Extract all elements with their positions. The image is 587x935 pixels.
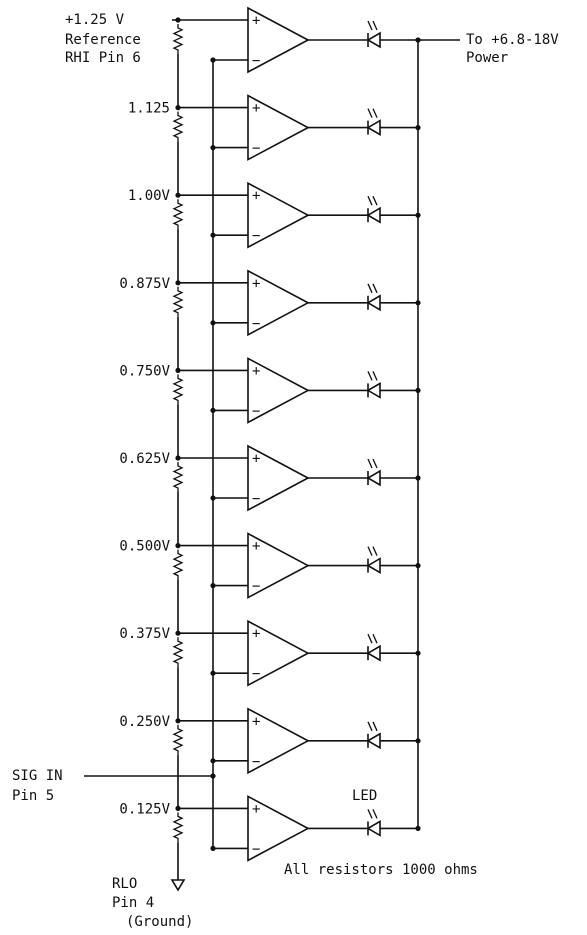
resistor-10 — [172, 812, 184, 843]
op-amp-10 — [247, 795, 310, 862]
led-ray-b-1 — [372, 20, 378, 31]
resistor-1 — [172, 24, 184, 54]
op-amp-plus-8: + — [252, 626, 260, 642]
op-amp-1 — [247, 6, 310, 74]
led-2 — [366, 119, 381, 136]
led-7 — [366, 557, 381, 574]
sig-in-label: SIG IN — [12, 768, 63, 784]
led-ray-a-5 — [367, 371, 373, 381]
led-1 — [366, 31, 381, 49]
op-amp-minus-8: − — [252, 666, 260, 682]
power-label: To +6.8-18V — [466, 32, 559, 48]
power-label-2: Power — [466, 50, 508, 66]
op-amp-plus-3: + — [252, 188, 260, 204]
led-ray-a-10 — [367, 809, 373, 819]
resistor-2 — [172, 111, 184, 142]
resistor-9 — [172, 724, 184, 755]
resistor-4 — [172, 286, 184, 317]
op-amp-plus-1: + — [252, 13, 260, 29]
op-amp-minus-7: − — [252, 579, 260, 595]
led-ray-b-9 — [372, 721, 378, 732]
reference-label: Reference — [65, 32, 141, 48]
led-ray-a-8 — [367, 633, 373, 644]
tap-voltage-label-8: 0.375V — [119, 626, 170, 642]
tap-voltage-label-6: 0.625V — [119, 451, 170, 467]
led-ray-b-7 — [372, 546, 378, 556]
tap-voltage-label-2: 1.125 — [128, 101, 170, 117]
op-amp-plus-7: + — [252, 539, 260, 555]
op-amp-plus-6: + — [252, 451, 260, 467]
led-label: LED — [352, 788, 377, 804]
tap-voltage-label-3: 1.00V — [128, 188, 171, 204]
led-ray-b-2 — [372, 108, 378, 118]
resistor-5 — [172, 374, 184, 405]
led-ray-b-3 — [372, 195, 378, 206]
led-ray-b-6 — [372, 458, 378, 469]
ground-icon — [170, 879, 186, 892]
led-ray-b-5 — [372, 371, 378, 381]
op-amp-minus-10: − — [252, 841, 260, 857]
led-ray-a-1 — [367, 20, 373, 31]
tap-voltage-label-4: 0.875V — [119, 276, 170, 292]
op-amp-6 — [247, 444, 310, 512]
resistor-8 — [172, 637, 184, 668]
sig-in-node — [210, 773, 216, 779]
op-amp-plus-2: + — [252, 101, 260, 117]
op-amp-4 — [247, 269, 310, 337]
tap-voltage-label-9: 0.250V — [119, 714, 170, 730]
led-ray-a-6 — [367, 458, 373, 469]
op-amp-minus-3: − — [252, 228, 260, 244]
op-amp-3 — [247, 181, 310, 249]
sig-in-pin-label: Pin 5 — [12, 788, 54, 804]
tap-voltage-label-5: 0.750V — [119, 363, 170, 379]
tap-voltage-label-7: 0.500V — [119, 539, 170, 555]
led-3 — [366, 206, 381, 224]
op-amp-plus-5: + — [252, 363, 260, 379]
op-amp-minus-1: − — [252, 53, 260, 69]
op-amp-minus-2: − — [252, 141, 260, 157]
led-5 — [366, 382, 381, 399]
resistor-3 — [172, 199, 184, 230]
resistor-6 — [172, 462, 184, 492]
led-10 — [366, 820, 381, 837]
op-amp-minus-6: − — [252, 491, 260, 507]
op-amp-minus-4: − — [252, 316, 260, 332]
led-ray-a-2 — [367, 108, 373, 118]
resistors-note: All resistors 1000 ohms — [284, 862, 478, 878]
led-ray-b-10 — [372, 809, 378, 819]
led-6 — [366, 469, 381, 487]
power-feed-node — [415, 37, 421, 43]
op-amp-minus-5: − — [252, 403, 260, 419]
op-amp-8 — [247, 619, 310, 687]
led-9 — [366, 732, 381, 750]
led-ray-b-8 — [372, 633, 378, 644]
op-amp-minus-9: − — [252, 754, 260, 770]
op-amp-plus-4: + — [252, 276, 260, 292]
op-amp-plus-10: + — [252, 801, 260, 817]
op-amp-9 — [247, 707, 310, 775]
led-4 — [366, 294, 381, 312]
op-amp-2 — [247, 94, 310, 161]
led-ray-a-3 — [367, 195, 373, 206]
led-ray-a-7 — [367, 546, 373, 556]
ground-label: (Ground) — [126, 914, 193, 930]
reference-voltage-label: +1.25 V — [65, 12, 125, 28]
led-8 — [366, 644, 381, 662]
circuit: + − 1.125 + − 1.00V + − 0.875V + − 0.750V + − 0.625V + −… — [84, 6, 460, 892]
led-ray-a-9 — [367, 721, 373, 732]
op-amp-5 — [247, 357, 310, 424]
rhi-pin-label: RHI Pin 6 — [65, 50, 141, 66]
rlo-pin-label: Pin 4 — [112, 895, 154, 911]
op-amp-7 — [247, 532, 310, 599]
led-ray-a-4 — [367, 283, 373, 294]
op-amp-plus-9: + — [252, 714, 260, 730]
led-ray-b-4 — [372, 283, 378, 294]
rlo-label: RLO — [112, 876, 137, 892]
resistor-7 — [172, 549, 184, 580]
tap-voltage-label-10: 0.125V — [119, 801, 170, 817]
